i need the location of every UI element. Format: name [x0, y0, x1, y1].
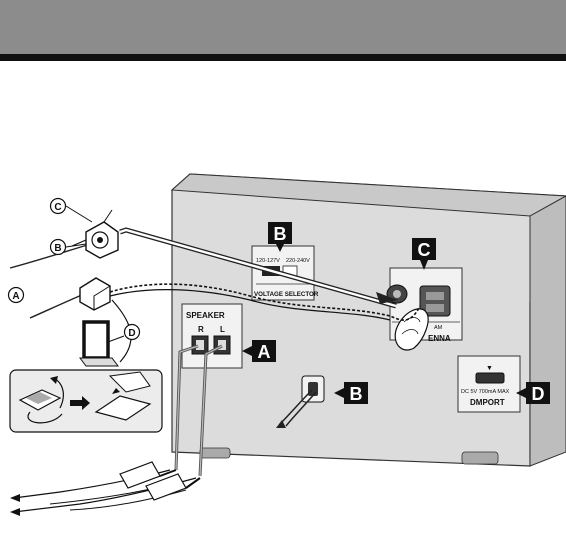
header-bar — [0, 0, 566, 54]
callout-b-text: B — [54, 243, 61, 254]
callout-circle-c: C — [49, 197, 93, 223]
am-connector — [79, 277, 111, 311]
label-b-bottom-text: B — [350, 384, 363, 404]
speaker-terminal-plate: SPEAKER R L — [181, 303, 243, 369]
callout-d-text: D — [128, 328, 135, 339]
label-d-text: D — [532, 384, 545, 404]
hand-illustration — [394, 308, 429, 351]
antenna-label: ENNA — [428, 334, 451, 343]
callout-a-text: A — [12, 291, 19, 302]
antenna-am-label: AM — [434, 325, 443, 331]
voltage-left-label: 120-127V — [256, 258, 280, 264]
header-rule — [0, 54, 566, 61]
callout-circle-d: D — [107, 323, 141, 343]
label-c-text: C — [418, 240, 431, 260]
cable-hole — [276, 375, 325, 428]
callout-circle-a: A — [7, 286, 25, 304]
am-loop-antenna — [79, 320, 119, 367]
fm-connector — [71, 209, 119, 259]
voltage-right-label: 220-240V — [286, 258, 310, 264]
speaker-l-label: L — [220, 325, 225, 334]
label-box-c: C — [412, 238, 436, 270]
speaker-cables — [10, 344, 223, 516]
label-box-b-bottom: B — [334, 382, 368, 404]
dmport-spec-label: DC 5V 700mA MAX — [461, 389, 510, 395]
label-box-d: D — [516, 382, 550, 404]
callout-circle-b: B — [49, 238, 87, 256]
label-a-text: A — [258, 342, 271, 362]
callout-c-text: C — [54, 202, 61, 213]
label-box-a: A — [242, 340, 276, 362]
speaker-r-label: R — [198, 325, 204, 334]
label-b-top-text: B — [274, 224, 287, 244]
speaker-label: SPEAKER — [186, 311, 225, 320]
fm-antenna-cable — [119, 227, 398, 309]
dmport-arrow-mark: ▼ — [486, 365, 493, 372]
dmport-plate: ▼ DC 5V 700mA MAX DMPORT — [457, 355, 521, 413]
label-box-b-top: B — [268, 222, 292, 252]
assembly-inset — [9, 369, 163, 433]
dmport-label: DMPORT — [470, 398, 505, 407]
voltage-selector-label: VOLTAGE SELECTOR — [254, 291, 319, 298]
